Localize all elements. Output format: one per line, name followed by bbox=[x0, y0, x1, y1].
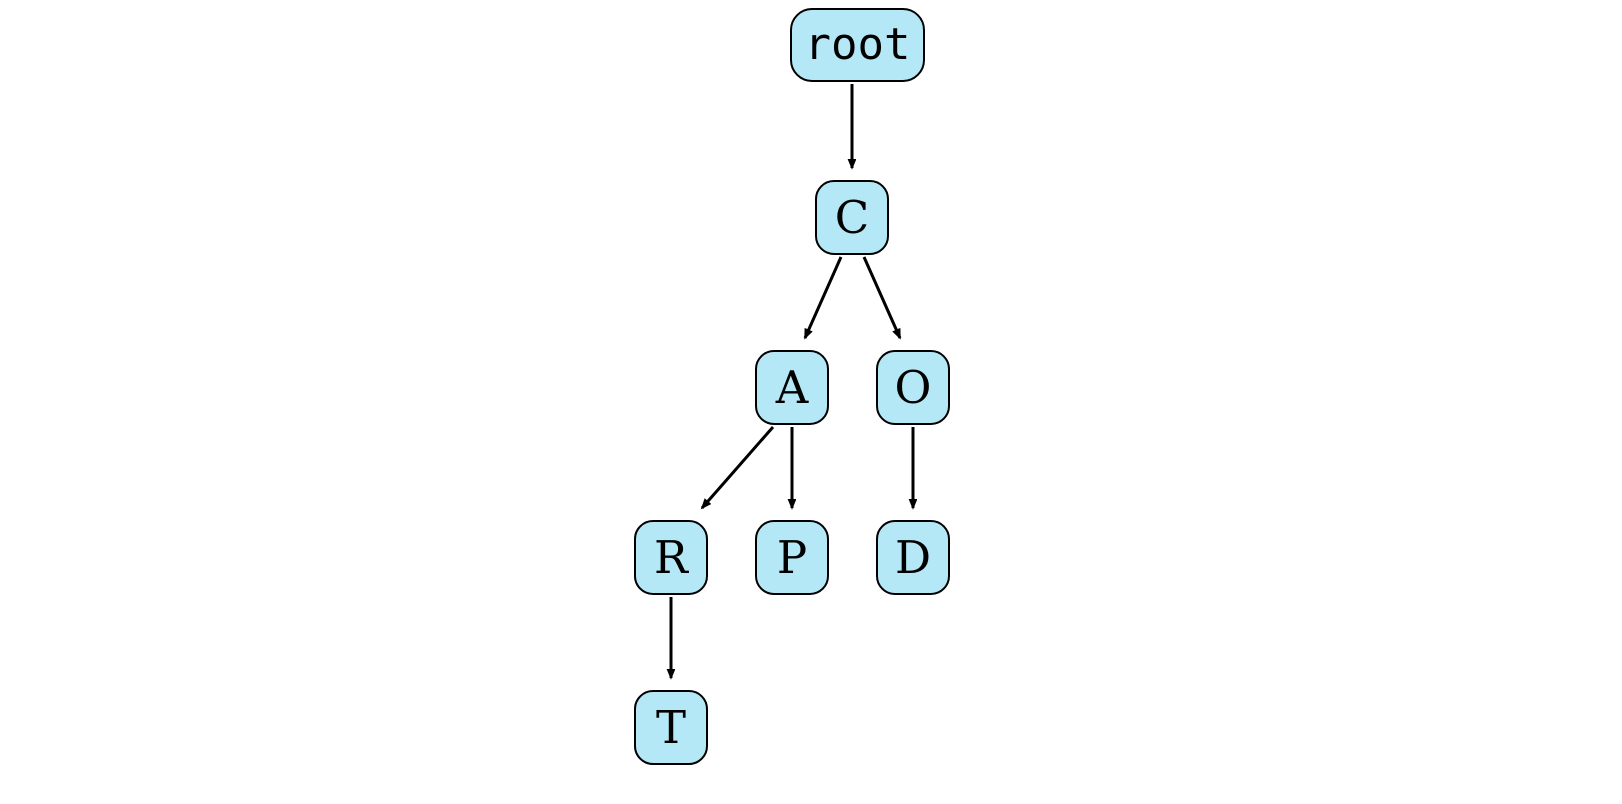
tree-node-T[interactable]: T bbox=[634, 690, 708, 765]
edge-A-to-R bbox=[702, 426, 775, 508]
tree-node-label: O bbox=[894, 361, 932, 414]
tree-node-label: D bbox=[894, 531, 932, 584]
tree-node-D[interactable]: D bbox=[876, 520, 950, 595]
tree-node-label: A bbox=[775, 361, 809, 414]
tree-node-label: R bbox=[654, 531, 688, 584]
tree-node-R[interactable]: R bbox=[634, 520, 708, 595]
tree-node-label: C bbox=[834, 191, 870, 244]
edge-C-to-O bbox=[862, 256, 902, 338]
tree-node-O[interactable]: O bbox=[876, 350, 950, 425]
edge-C-to-A bbox=[803, 256, 843, 338]
tree-node-label: P bbox=[776, 531, 808, 584]
edges-group bbox=[671, 84, 913, 678]
tree-node-label: root bbox=[804, 19, 911, 70]
tree-node-label: T bbox=[655, 701, 686, 754]
tree-node-P[interactable]: P bbox=[755, 520, 829, 595]
tree-node-root[interactable]: root bbox=[790, 8, 925, 82]
tree-node-C[interactable]: C bbox=[815, 180, 889, 255]
tree-node-A[interactable]: A bbox=[755, 350, 829, 425]
